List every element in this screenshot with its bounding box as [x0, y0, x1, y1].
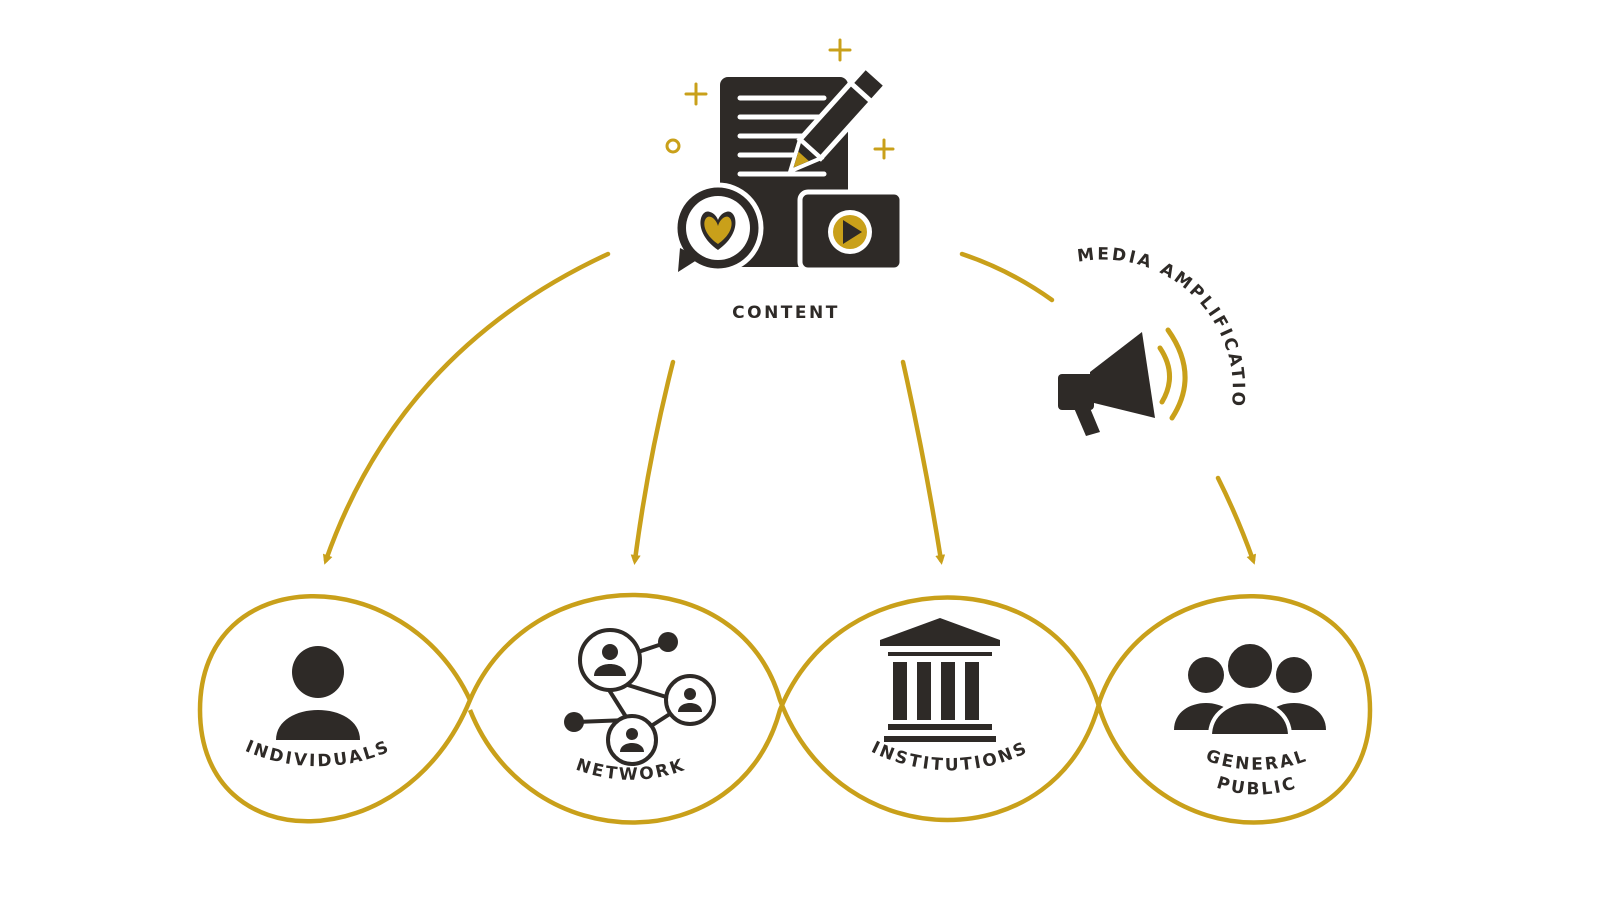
flow-arrows	[322, 251, 1257, 565]
content-document-pencil-icon	[672, 63, 905, 274]
network-icon	[564, 628, 716, 766]
arrow-to-institutions	[900, 359, 946, 565]
individuals-label: INDIVIDUALS	[242, 737, 393, 772]
arrow-to-individuals	[322, 251, 611, 565]
general-label: GENERAL	[1204, 746, 1311, 775]
sparkle-decorations	[665, 38, 895, 160]
public-label: PUBLIC	[1214, 773, 1299, 800]
institutions-label: INSTITUTIONS	[868, 738, 1031, 776]
audience-loops	[197, 592, 1373, 825]
arrow-to-media	[959, 251, 1055, 303]
group-people-icon	[1174, 640, 1326, 738]
arrow-to-general-public	[1215, 475, 1257, 565]
media-amplification-label: MEDIA AMPLIFICATION	[0, 0, 1248, 409]
megaphone-icon	[1058, 327, 1188, 436]
arrow-to-network	[630, 359, 676, 565]
content-label: CONTENT	[732, 303, 840, 323]
loop-top-strand	[197, 592, 1373, 825]
person-icon	[276, 646, 360, 740]
institution-building-icon	[880, 618, 1000, 742]
